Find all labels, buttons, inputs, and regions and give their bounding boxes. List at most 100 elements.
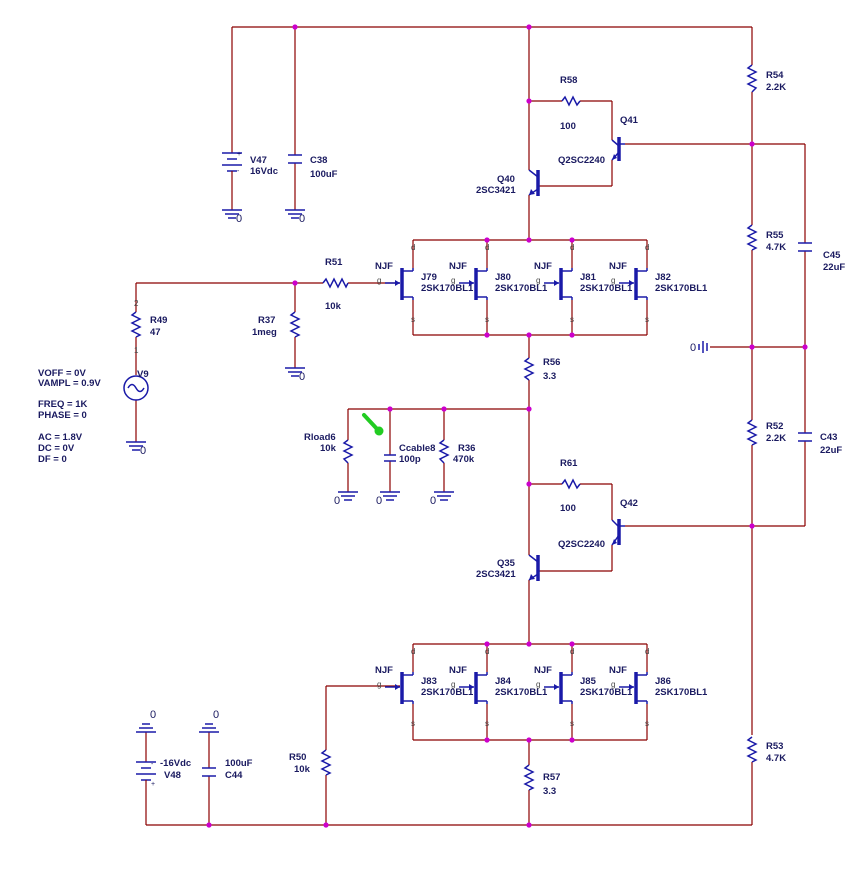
jfet-source-pin: s [645, 315, 649, 324]
jfet-gate-pin: g [451, 680, 455, 689]
r49-name: R49 [150, 315, 167, 326]
r37-body [289, 311, 301, 338]
r55-name: R55 [766, 230, 784, 241]
r55-value: 4.7K [766, 242, 786, 253]
c38-name: C38 [310, 155, 327, 166]
jfet-drain-pin: d [645, 647, 649, 656]
r53-value: 4.7K [766, 753, 786, 764]
jfet-gate-pin: g [377, 276, 381, 285]
r52-body [746, 419, 758, 446]
rload6-name: Rload6 [304, 432, 336, 443]
jfet-type-label: NJF [449, 665, 467, 676]
r57-name: R57 [543, 772, 560, 783]
junctions [206, 24, 808, 828]
capacitors [202, 154, 812, 777]
jfet-part-label: 2SK170BL1 [421, 687, 474, 698]
v9-param-ac: AC = 1.8V [38, 432, 83, 443]
jfet-gate-pin: g [611, 276, 615, 285]
c38-value: 100uF [310, 169, 338, 180]
ground-icon: 0 [126, 441, 146, 457]
jfet-part-label: 2SK170BL1 [495, 687, 548, 698]
r49-pin2: 2 [134, 299, 139, 308]
ground-label: 0 [213, 709, 219, 721]
jfet-source-pin: s [570, 315, 574, 324]
r51-value: 10k [325, 301, 342, 312]
ground-icon: 0 [376, 491, 400, 507]
r58-value: 100 [560, 121, 576, 132]
ground-label: 0 [334, 495, 340, 507]
r49-pin1: 1 [134, 346, 139, 355]
q35-name: Q35 [497, 558, 516, 569]
jfet-ref-label: J82 [655, 272, 671, 283]
r57-value: 3.3 [543, 786, 556, 797]
v9-param-voff: VOFF = 0V [38, 368, 86, 379]
r57-body [523, 764, 535, 791]
jfet-ref-label: J85 [580, 676, 597, 687]
jfet-drain-pin: d [570, 243, 574, 252]
voltage-probe-icon[interactable] [362, 413, 384, 436]
ground-label: 0 [430, 495, 436, 507]
jfet-source-pin: s [411, 719, 415, 728]
r50-name: R50 [289, 752, 306, 763]
jfet-drain-pin: d [411, 647, 415, 656]
r49-value: 47 [150, 327, 161, 338]
ground-label: 0 [236, 213, 242, 225]
v9-param-df: DF = 0 [38, 454, 67, 465]
r56-value: 3.3 [543, 371, 556, 382]
v48-battery-symbol [136, 761, 156, 790]
r54-name: R54 [766, 70, 784, 81]
svg-text:-: - [237, 168, 240, 175]
r37-value: 1meg [252, 327, 277, 338]
jfet-drain-pin: d [411, 243, 415, 252]
svg-text:+: + [237, 151, 241, 158]
c44-symbol [202, 767, 216, 777]
batteries [136, 152, 242, 790]
jfet-gate-pin: g [536, 680, 540, 689]
v9-param-freq: FREQ = 1K [38, 399, 87, 410]
jfet-part-label: 2SK170BL1 [655, 283, 708, 294]
v9-param-phase: PHASE = 0 [38, 410, 87, 421]
jfet-part-label: 2SK170BL1 [421, 283, 474, 294]
jfet-source-pin: s [485, 315, 489, 324]
ccable8-name: Ccable8 [399, 443, 435, 454]
ground-icon: 0 [285, 209, 305, 225]
v48-name: V48 [164, 770, 181, 781]
jfet-ref-label: J80 [495, 272, 511, 283]
c45-name: C45 [823, 250, 841, 261]
jfet-drain-pin: d [645, 243, 649, 252]
jfet-source-pin: s [645, 719, 649, 728]
wires [135, 26, 806, 826]
q41-value: Q2SC2240 [558, 155, 605, 166]
c45-value: 22uF [823, 262, 845, 273]
r51-name: R51 [325, 257, 343, 268]
jfet-ref-label: J84 [495, 676, 512, 687]
rload6-body [342, 439, 354, 464]
ground-label: 0 [299, 213, 305, 225]
jfet-drain-pin: d [485, 243, 489, 252]
jfet-drain-pin: d [570, 647, 574, 656]
ground-icon: 0 [285, 367, 305, 383]
v9-source-symbol [123, 375, 149, 401]
ground-label: 0 [376, 495, 382, 507]
jfet-type-label: NJF [534, 261, 552, 272]
gnd-left-arrow [698, 341, 708, 353]
c44-name: C44 [225, 770, 243, 781]
ccable8-symbol [384, 454, 396, 462]
ground-icon: 0 [222, 209, 242, 225]
r56-body [523, 357, 535, 381]
transistors [528, 137, 625, 581]
ground-icon: 0 [136, 709, 156, 733]
v9-param-dc: DC = 0V [38, 443, 75, 454]
jfet-gate-pin: g [536, 276, 540, 285]
resistors [130, 64, 758, 791]
r58-name: R58 [560, 75, 577, 86]
jfet-gate-pin: g [451, 276, 455, 285]
q40-value: 2SC3421 [476, 185, 516, 196]
labels: + - V47 16Vdc C38 100uF R58 100 Q41 Q2SC… [38, 70, 845, 797]
c44-value: 100uF [225, 758, 253, 769]
